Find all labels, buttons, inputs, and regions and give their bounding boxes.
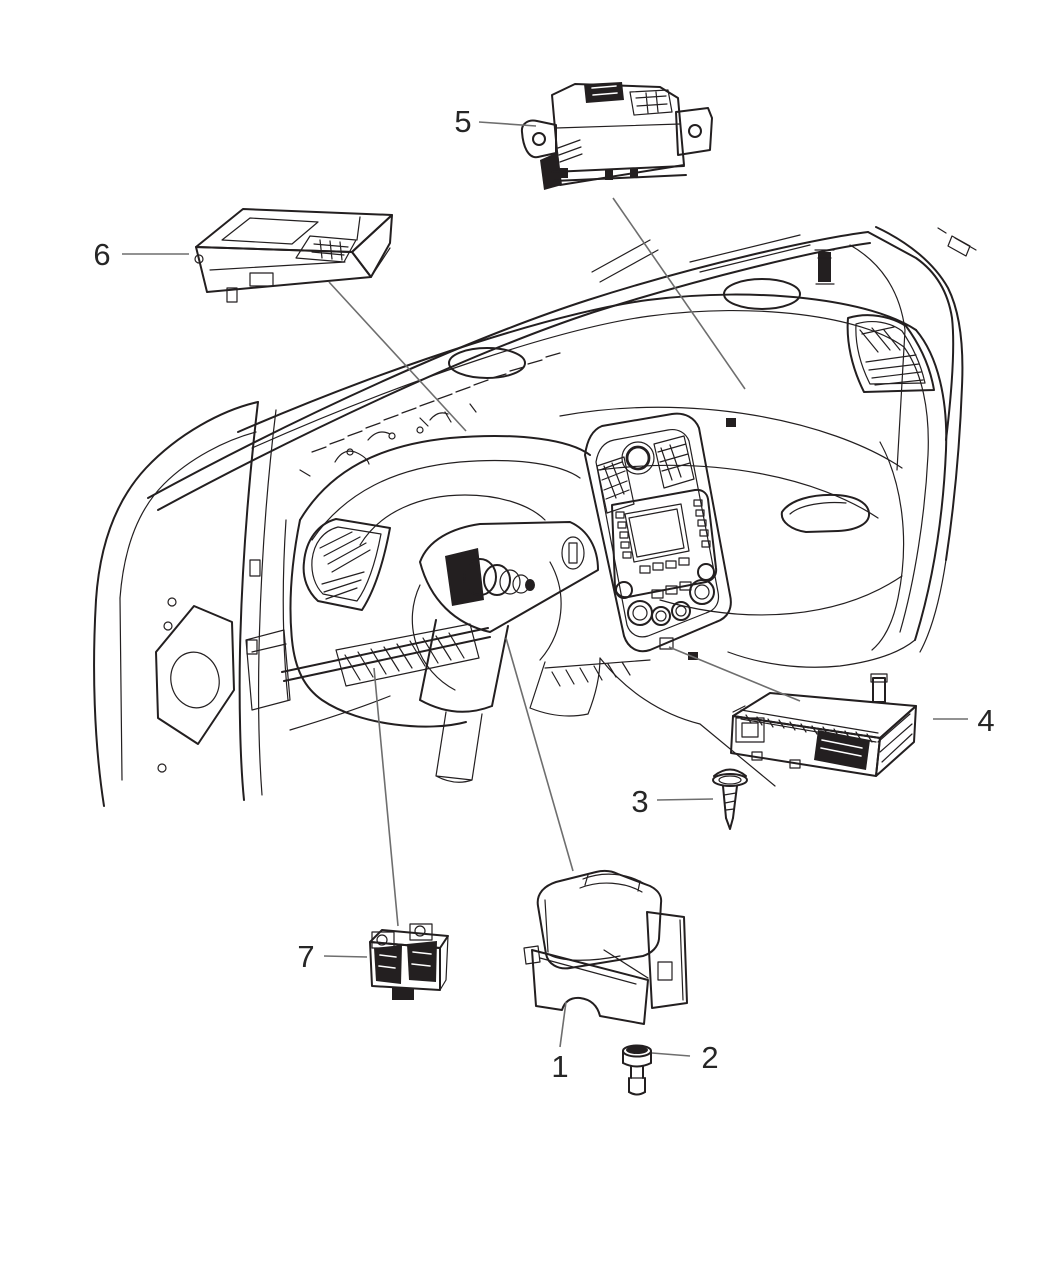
leader-part-6 [328, 281, 467, 432]
callout-label-7: 7 [297, 939, 314, 974]
callout-label-6: 6 [93, 237, 110, 272]
callout-5-leader [478, 121, 537, 127]
glovebox-handle [780, 493, 871, 533]
center-vents [596, 435, 695, 514]
analog-clock [621, 441, 655, 475]
left-speaker-grille [448, 347, 526, 379]
windshield-cowl [147, 231, 871, 511]
callout-1-leader [559, 1001, 567, 1048]
callout-labels: 5 6 4 3 7 1 2 [93, 104, 994, 1084]
part-4-module [730, 673, 917, 777]
leader-part-4 [668, 646, 801, 702]
center-stack [584, 412, 732, 653]
cluster-brow [289, 434, 591, 728]
callout-2-leader [651, 1052, 691, 1057]
part-1-module [523, 869, 688, 1025]
right-speaker-grille [723, 278, 801, 310]
lower-console [529, 637, 916, 787]
dash-top [237, 278, 948, 651]
callout-3-leader [656, 798, 714, 801]
leader-lines [122, 121, 968, 1057]
driver-vent [302, 518, 391, 611]
leader-part-5 [612, 197, 746, 390]
door-speaker-panel [155, 605, 235, 745]
callout-7-leader [323, 955, 368, 958]
right-a-pillar [814, 226, 977, 653]
climate-controls [627, 579, 715, 626]
left-door-frame [93, 401, 289, 807]
part-2-bolt [622, 1044, 652, 1096]
callout-label-5: 5 [454, 104, 471, 139]
part-5-module [520, 82, 713, 190]
callout-label-2: 2 [701, 1040, 718, 1075]
part-3-screw [712, 768, 748, 830]
callout-label-4: 4 [977, 703, 994, 738]
callout-label-1: 1 [551, 1049, 568, 1084]
under-dash [245, 623, 491, 731]
radio-unit [611, 488, 718, 599]
leader-part-1 [505, 637, 574, 872]
callout-label-3: 3 [631, 784, 648, 819]
leader-part-7 [373, 667, 399, 927]
part-6-module [194, 208, 393, 303]
passenger-vent [846, 314, 935, 393]
part-7-module [369, 923, 449, 1000]
dashboard-illustration [93, 82, 977, 1096]
steering-column [411, 521, 599, 783]
